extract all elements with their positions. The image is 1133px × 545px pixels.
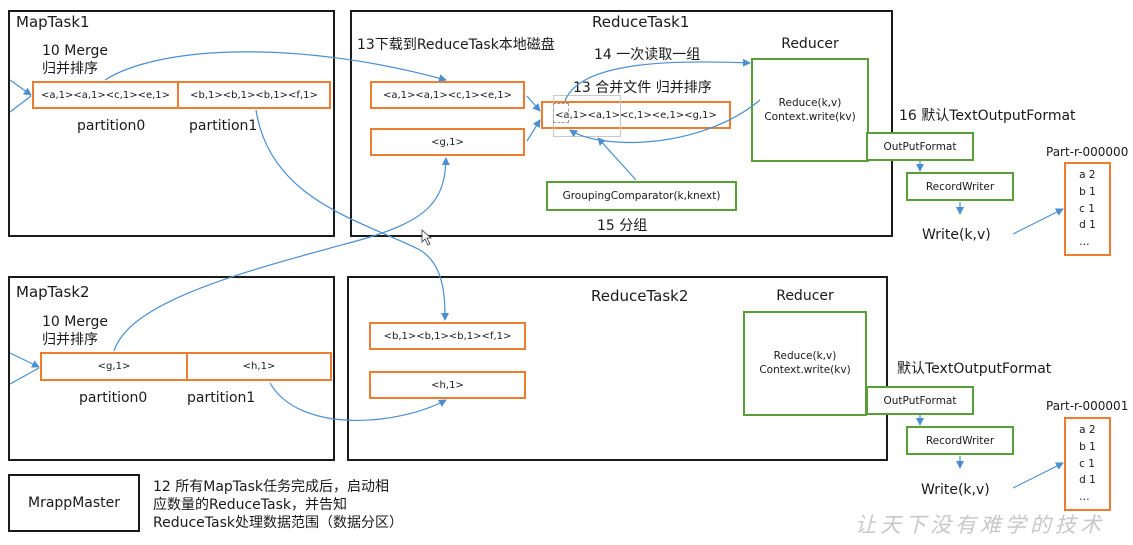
reducetask2-title: ReduceTask2 bbox=[591, 287, 689, 305]
reduce1-input1-merge-arrow bbox=[526, 95, 541, 112]
maptask1-input-arrow-top bbox=[9, 79, 32, 96]
reducer2-body: Reduce(k,v) Context.write(kv) bbox=[759, 350, 851, 377]
reducetask2-input-box-1: <b,1><b,1><b,1><f,1> bbox=[369, 322, 526, 350]
output1-outputformat-box: OutPutFormat bbox=[866, 132, 974, 161]
output2-recordwriter-box: RecordWriter bbox=[906, 426, 1014, 455]
output2-write-to-file-arrow bbox=[1012, 462, 1064, 489]
maptask1-panel bbox=[8, 10, 335, 237]
reducer2-title: Reducer bbox=[776, 288, 834, 304]
output2-file-contents: a 2 b 1 c 1 d 1 … bbox=[1079, 424, 1096, 504]
output2-format-label: 默认TextOutputFormat bbox=[897, 361, 1052, 377]
watermark: 让天下没有难学的技术 bbox=[855, 513, 1105, 537]
reducer2-box: Reducer Reduce(k,v) Context.write(kv) bbox=[743, 288, 867, 416]
reducetask1-input-box-1: <a,1><a,1><c,1><e,1> bbox=[370, 81, 525, 109]
maptask1-partition1-box: <b,1><b,1><b,1><f,1> bbox=[177, 81, 331, 109]
reducetask1-merged-box: <a,1><a,1><c,1><e,1><g,1> bbox=[541, 101, 731, 129]
reducer1-loop-arrow bbox=[569, 99, 761, 144]
reducetask1-merge-label: 13 合并文件 归并排序 bbox=[573, 80, 712, 96]
maptask1-title: MapTask1 bbox=[16, 13, 90, 31]
output2-write-label: Write(k,v) bbox=[921, 482, 990, 498]
maptask1-input-arrow-bottom bbox=[9, 95, 32, 113]
maptask2-merge-label: 10 Merge 归并排序 bbox=[42, 314, 108, 348]
maptask2-input-arrow-bottom bbox=[9, 367, 40, 385]
map1-p1-to-reduce2-arrow bbox=[255, 109, 449, 321]
mrappmaster-box: MrappMaster bbox=[8, 474, 140, 532]
maptask2-partition1-box: <h,1> bbox=[186, 352, 332, 381]
reducetask1-read-group-label: 14 一次读取一组 bbox=[594, 47, 701, 63]
maptask2-input-arrow-top bbox=[9, 352, 40, 368]
reduce1-input2-merge-arrow bbox=[526, 119, 541, 142]
maptask1-partition0-label: partition0 bbox=[77, 118, 146, 134]
reducer1-body: Reduce(k,v) Context.write(kv) bbox=[764, 97, 856, 124]
mrappmaster-note: 12 所有MapTask任务完成后，启动相 应数量的ReduceTask，并告知… bbox=[153, 479, 403, 532]
output2-outputformat-box: OutPutFormat bbox=[866, 386, 974, 415]
output1-write-label: Write(k,v) bbox=[922, 227, 991, 243]
reducetask1-download-label: 13下载到ReduceTask本地磁盘 bbox=[357, 37, 555, 53]
reducetask1-group-label: 15 分组 bbox=[597, 218, 648, 234]
output1-write-to-file-arrow bbox=[1012, 208, 1064, 235]
grouping-comparator-box: GroupingComparator(k,knext) bbox=[546, 181, 737, 211]
maptask2-partition0-label: partition0 bbox=[79, 390, 148, 406]
maptask2-title: MapTask2 bbox=[16, 283, 90, 301]
output1-recordwriter-box: RecordWriter bbox=[906, 172, 1014, 201]
reducer1-title: Reducer bbox=[781, 36, 839, 52]
map2-p0-to-reduce1-arrow bbox=[113, 157, 450, 352]
output2-file-box: a 2 b 1 c 1 d 1 … bbox=[1064, 417, 1111, 511]
reduce1-read-group-arrow bbox=[564, 58, 751, 102]
maptask1-partition0-box: <a,1><a,1><c,1><e,1> bbox=[32, 81, 179, 109]
mouse-cursor-icon bbox=[421, 229, 433, 246]
output1-file-contents: a 2 b 1 c 1 d 1 … bbox=[1079, 169, 1096, 249]
grouping-to-merged-arrow bbox=[597, 137, 637, 181]
mrappmaster-title: MrappMaster bbox=[28, 495, 120, 511]
output1-file-box: a 2 b 1 c 1 d 1 … bbox=[1064, 162, 1111, 256]
reducetask1-title: ReduceTask1 bbox=[592, 13, 690, 31]
output2-file-name: Part-r-000001 bbox=[1046, 399, 1129, 413]
reducetask2-input-box-2: <h,1> bbox=[369, 371, 526, 399]
map1-p0-to-reduce1-arrow bbox=[104, 51, 447, 83]
output1-format-label: 16 默认TextOutputFormat bbox=[899, 108, 1076, 124]
maptask2-partition0-box: <g,1> bbox=[40, 352, 188, 381]
maptask1-partition1-label: partition1 bbox=[189, 118, 258, 134]
maptask2-partition1-label: partition1 bbox=[187, 390, 256, 406]
reducer1-box: Reducer Reduce(k,v) Context.write(kv) bbox=[751, 36, 869, 162]
reducetask1-input-box-2: <g,1> bbox=[370, 128, 525, 156]
output1-file-name: Part-r-000000 bbox=[1046, 145, 1129, 159]
map2-p1-to-reduce2-arrow bbox=[269, 382, 447, 422]
reducetask1-group-cursor bbox=[553, 103, 569, 123]
maptask1-merge-label: 10 Merge 归并排序 bbox=[42, 43, 108, 77]
